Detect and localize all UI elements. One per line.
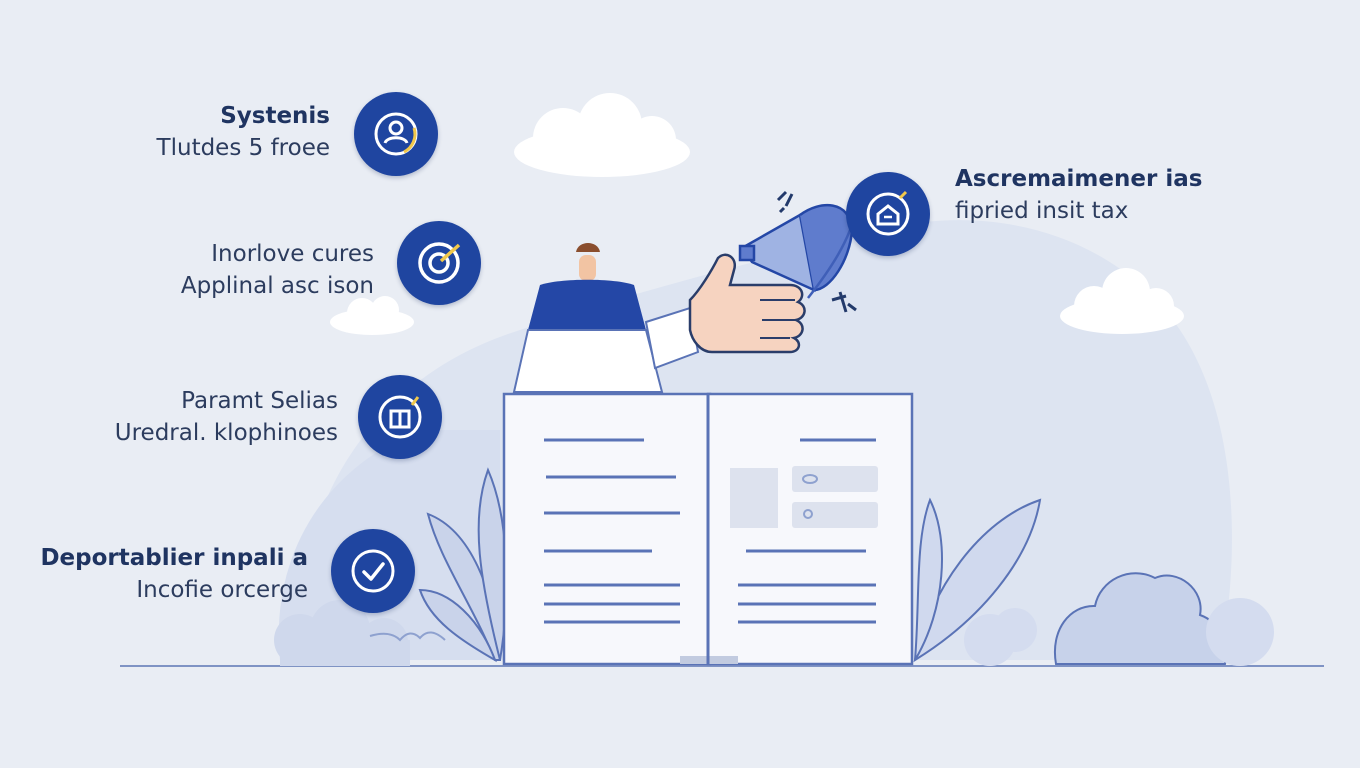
feature-subtitle: Incofie orcerge	[136, 577, 308, 603]
feature-subtitle: Tlutdes 5 froee	[156, 135, 330, 161]
feature-text-right: Ascremaimener ias fipried insit tax	[955, 166, 1255, 224]
person-figure	[512, 243, 664, 393]
gift-icon	[378, 395, 422, 439]
feature-badge-4	[331, 529, 415, 613]
book-right-content	[730, 438, 878, 624]
target-icon	[418, 242, 461, 284]
feature-text-2: Inorlove cures Applinal asc ison	[100, 241, 374, 299]
cloud-right	[1060, 268, 1184, 334]
feature-text-3: Paramt Selias Uredral. klophinoes	[50, 388, 338, 446]
thumbs-up-hand	[644, 253, 806, 370]
megaphone	[738, 203, 858, 299]
grass-left	[369, 631, 446, 642]
feature-subtitle: Uredral. klophinoes	[114, 420, 338, 446]
sparkle-bottom	[831, 291, 857, 313]
cloud-top	[514, 93, 690, 177]
feature-badge-1	[354, 92, 438, 176]
feature-title: Deportablier inpali a	[40, 545, 308, 571]
feature-title: Inorlove cures	[211, 241, 374, 267]
bush-left-small	[274, 600, 410, 666]
feature-badge-2	[397, 221, 481, 305]
leaf-plant-right	[913, 497, 1042, 663]
book-left-lines	[544, 438, 680, 624]
leaf-plant-left	[418, 467, 508, 663]
person-body	[512, 329, 664, 393]
cloud-left	[330, 296, 414, 335]
feature-text-4: Deportablier inpali a Incofie orcerge	[20, 545, 308, 603]
feature-title: Paramt Selias	[181, 388, 338, 414]
house-shield-icon	[866, 190, 910, 236]
feature-text-1: Systenis Tlutdes 5 froee	[60, 103, 330, 161]
person-shirt	[528, 279, 646, 330]
feature-badge-3	[358, 375, 442, 459]
feature-subtitle: fipried insit tax	[955, 198, 1129, 224]
feature-badge-right	[846, 172, 930, 256]
feature-title: Systenis	[220, 103, 330, 129]
sparkle-top	[776, 190, 794, 214]
user-gear-icon	[374, 112, 418, 156]
checkmark-icon	[351, 549, 395, 593]
bush-right-back	[964, 598, 1274, 666]
feature-subtitle: Applinal asc ison	[180, 273, 374, 299]
feature-title: Ascremaimener ias	[955, 166, 1203, 192]
